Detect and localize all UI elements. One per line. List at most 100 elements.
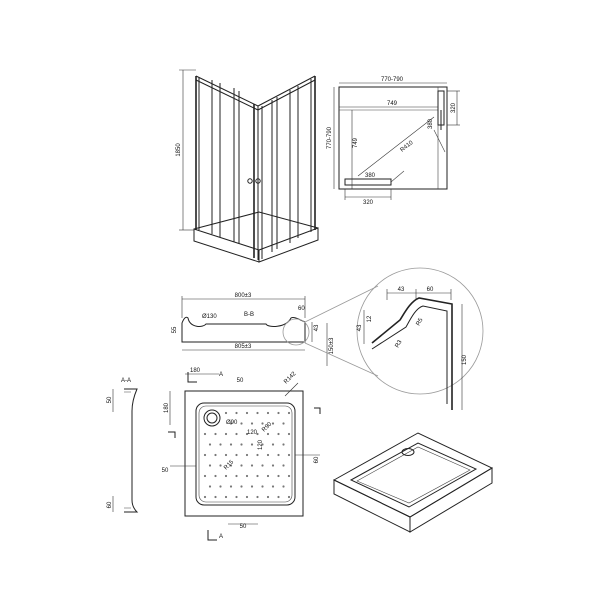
anti-slip-dot bbox=[240, 485, 243, 488]
bb-right-h2-label: 150±3 bbox=[329, 337, 335, 354]
tray-base-left bbox=[193, 228, 260, 263]
anti-slip-dot bbox=[224, 411, 228, 415]
anti-slip-dot bbox=[256, 453, 259, 457]
height-dim-label: 1850 bbox=[176, 143, 182, 157]
tray-r15-label: R15 bbox=[223, 459, 235, 471]
plan-door-bottom-inner-label: 380 bbox=[365, 173, 376, 179]
tray-dim-50-top: 50 bbox=[237, 378, 244, 384]
anti-slip-dot bbox=[214, 432, 217, 436]
bb-section-label: B-B bbox=[244, 312, 254, 318]
cut-marker-b bbox=[314, 407, 321, 414]
drain-outer bbox=[203, 409, 221, 427]
anti-slip-dot bbox=[203, 474, 207, 478]
tray-dim-60-right: 60 bbox=[314, 456, 320, 463]
section-bb: 800±3 805±3 Ø130 B-B 800±3 55 60 43 150±… bbox=[172, 285, 379, 377]
anti-slip-dot bbox=[287, 411, 291, 415]
anti-slip-dot bbox=[287, 474, 291, 478]
cut-marker-b-left bbox=[168, 431, 176, 438]
tray-base-right bbox=[258, 227, 319, 263]
plan-inner-depth-label: 749 bbox=[353, 137, 359, 148]
plan-outer-depth-label: 770-790 bbox=[327, 126, 333, 149]
anti-slip-dot bbox=[287, 432, 291, 436]
anti-slip-dot bbox=[224, 474, 228, 478]
aa-top-label: 50 bbox=[107, 396, 113, 403]
anti-slip-dot bbox=[208, 485, 212, 488]
anti-slip-dot bbox=[245, 453, 249, 457]
anti-slip-dot bbox=[282, 464, 285, 467]
bb-drain-label: Ø130 bbox=[202, 314, 217, 320]
anti-slip-dot bbox=[271, 464, 275, 467]
detail-circle bbox=[356, 267, 484, 395]
anti-slip-dot bbox=[240, 443, 243, 446]
tray-isometric bbox=[332, 432, 494, 533]
tray-outer bbox=[184, 390, 304, 517]
anti-slip-dot bbox=[214, 453, 217, 457]
tray-top-edge bbox=[193, 211, 319, 230]
anti-slip-dots bbox=[203, 411, 291, 499]
door-handle-right bbox=[255, 178, 261, 184]
plan-door-right-label: 320 bbox=[451, 102, 457, 113]
anti-slip-dot bbox=[229, 464, 233, 467]
anti-slip-dot bbox=[261, 464, 264, 467]
anti-slip-dot bbox=[266, 474, 270, 478]
anti-slip-dot bbox=[235, 411, 238, 415]
plan-outer-width-label: 770-790 bbox=[381, 77, 404, 83]
anti-slip-dot bbox=[271, 485, 275, 488]
bb-top-width-label: 800±3 bbox=[235, 293, 252, 299]
detail-left-b-label: 12 bbox=[367, 315, 373, 322]
anti-slip-dot bbox=[250, 464, 254, 467]
plan-door-swing-right bbox=[433, 129, 446, 153]
plan-door-right-inner-label: 380 bbox=[428, 118, 434, 129]
anti-slip-dot bbox=[224, 432, 228, 436]
anti-slip-dot bbox=[271, 422, 275, 425]
anti-slip-dot bbox=[282, 422, 285, 425]
tray-dim-180-left: 180 bbox=[164, 402, 170, 413]
anti-slip-dot bbox=[240, 464, 243, 467]
anti-slip-dot bbox=[266, 495, 270, 499]
plan-outer-outline bbox=[338, 86, 448, 190]
detail-top-b-label: 60 bbox=[427, 287, 434, 293]
anti-slip-dot bbox=[250, 485, 254, 488]
anti-slip-dot bbox=[266, 432, 270, 436]
detail-r1-label: R5 bbox=[416, 317, 425, 327]
plan-door-swing-bottom bbox=[390, 170, 405, 183]
tray-r142-label: R142 bbox=[283, 371, 298, 386]
anti-slip-dot bbox=[229, 443, 233, 446]
bb-right-top-label: 60 bbox=[298, 306, 305, 312]
anti-slip-dot bbox=[245, 474, 249, 478]
plan-door-bottom-label: 320 bbox=[363, 200, 374, 206]
detail-r2-label: R3 bbox=[395, 339, 404, 349]
anti-slip-dot bbox=[277, 453, 280, 457]
anti-slip-dot bbox=[277, 411, 280, 415]
tray-d120a-label: 120 bbox=[247, 430, 258, 436]
anti-slip-dot bbox=[277, 495, 280, 499]
cut-marker-a-bottom bbox=[207, 530, 217, 541]
anti-slip-dot bbox=[240, 422, 243, 425]
tray-iso-front-left bbox=[333, 479, 411, 533]
enclosure-front-view: 1850 bbox=[176, 69, 319, 263]
tray-dim-50-bottom: 50 bbox=[240, 524, 247, 530]
anti-slip-dot bbox=[266, 453, 270, 457]
detail-left-a-label: 43 bbox=[357, 324, 363, 331]
anti-slip-dot bbox=[261, 443, 264, 446]
aa-label: A-A bbox=[121, 378, 131, 384]
anti-slip-dot bbox=[229, 422, 233, 425]
cut-marker-a-top bbox=[187, 372, 197, 383]
anti-slip-dot bbox=[224, 453, 228, 457]
aa-profile bbox=[124, 388, 139, 513]
anti-slip-dot bbox=[214, 495, 217, 499]
anti-slip-dot bbox=[282, 443, 285, 446]
anti-slip-dot bbox=[250, 443, 254, 446]
anti-slip-dot bbox=[235, 453, 238, 457]
anti-slip-dot bbox=[245, 432, 249, 436]
detail-height-label: 150 bbox=[462, 354, 468, 365]
tray-iso-drain bbox=[401, 448, 415, 456]
detail-callout-circle bbox=[282, 318, 310, 346]
anti-slip-dot bbox=[277, 432, 280, 436]
detail-profile-outer bbox=[371, 297, 453, 410]
anti-slip-dot bbox=[277, 474, 280, 478]
anti-slip-dot bbox=[203, 495, 207, 499]
anti-slip-dot bbox=[266, 411, 270, 415]
